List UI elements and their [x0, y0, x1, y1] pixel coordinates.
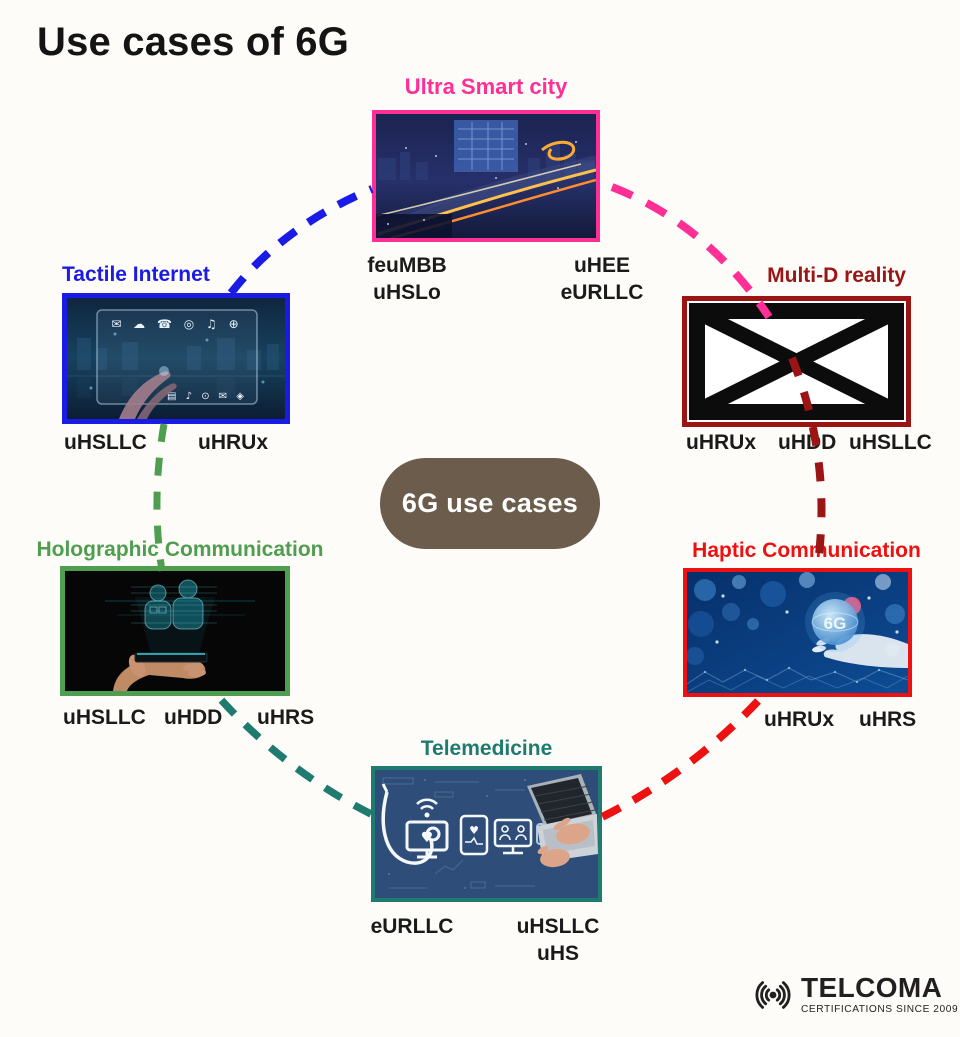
logo-tagline: CERTIFICATIONS SINCE 2009	[801, 1004, 959, 1015]
capability-tag: feuMBB	[367, 254, 447, 277]
tactile-internet-image: ✉ ☁ ☎ ◎ ♫ ⊕ ▤ ♪ ⊙ ✉ ◈	[62, 293, 290, 424]
node-label-holographic-communication: Holographic Communication	[36, 538, 324, 561]
capability-tag: eURLLC	[370, 915, 454, 938]
center-pill: 6G use cases	[380, 458, 600, 549]
capability-tag: uHRS	[859, 708, 917, 731]
capability-tag: uHS	[537, 942, 579, 965]
node-label-ultra-smart-city: Ultra Smart city	[404, 74, 568, 99]
logo-brand: TELCOMA	[801, 972, 943, 1003]
connector-haptic-to-tele	[600, 698, 761, 821]
logo-text: TELCOMA CERTIFICATIONS SINCE 2009	[801, 974, 958, 1015]
ultra-smart-city-image	[372, 110, 600, 242]
connector-tactile-to-ultra	[227, 185, 374, 296]
hand-6g-globe-art: 6G	[687, 572, 908, 693]
capability-tag: uHSLo	[373, 281, 441, 304]
multi-d-reality-image	[682, 296, 911, 427]
svg-text:6G: 6G	[824, 614, 847, 633]
node-label-telemedicine: Telemedicine	[420, 737, 553, 760]
node-label-tactile-internet: Tactile Internet	[62, 263, 210, 286]
capability-tag: uHRUx	[198, 431, 269, 454]
haptic-communication-image: 6G	[683, 568, 912, 697]
radio-waves-icon	[755, 980, 791, 1009]
capability-tag: uHSLLC	[63, 706, 146, 729]
svg-text:♥: ♥	[421, 830, 434, 846]
phone-hologram-art	[65, 571, 285, 691]
telcoma-logo: TELCOMA CERTIFICATIONS SINCE 2009	[750, 974, 958, 1015]
node-label-haptic-communication: Haptic Communication	[692, 539, 921, 562]
capability-tag: eURLLC	[560, 281, 644, 304]
broken-image-icon	[687, 301, 906, 422]
capability-tag: uHRS	[257, 706, 315, 729]
node-label-multi-d-reality: Multi-D reality	[767, 264, 906, 287]
holographic-communication-image	[60, 566, 290, 696]
svg-text:♥: ♥	[469, 824, 479, 837]
capability-tag: uHSLLC	[64, 431, 147, 454]
capability-tags-tele-right: uHSLLC uHS	[508, 913, 608, 967]
touch-screen-art: ✉ ☁ ☎ ◎ ♫ ⊕ ▤ ♪ ⊙ ✉ ◈	[67, 298, 285, 419]
telehealth-art: ♥ ♥ ♥	[375, 770, 598, 898]
capability-tag: uHRUx	[764, 708, 835, 731]
capability-tags-ultra-left: feuMBB uHSLo	[357, 252, 457, 306]
capability-tags-tele-left: eURLLC	[362, 913, 462, 940]
svg-text:✉ ☁ ☎ ◎ ♫ ⊕: ✉ ☁ ☎ ◎ ♫ ⊕	[111, 317, 242, 331]
capability-tag: uHEE	[573, 254, 630, 277]
telemedicine-image: ♥ ♥ ♥	[371, 766, 602, 902]
capability-tag: uHDD	[778, 431, 837, 454]
capability-tag: uHSLLC	[849, 431, 932, 454]
capability-tags-ultra-right: uHEE eURLLC	[552, 252, 652, 306]
capability-tag: uHDD	[164, 706, 223, 729]
capability-tag: uHSLLC	[516, 915, 600, 938]
capability-tag: uHRUx	[686, 431, 757, 454]
night-city-art	[376, 114, 596, 238]
svg-text:▤ ♪ ⊙ ✉ ◈: ▤ ♪ ⊙ ✉ ◈	[167, 391, 247, 402]
center-pill-label: 6G use cases	[401, 488, 579, 518]
page-title: Use cases of 6G	[37, 20, 350, 64]
